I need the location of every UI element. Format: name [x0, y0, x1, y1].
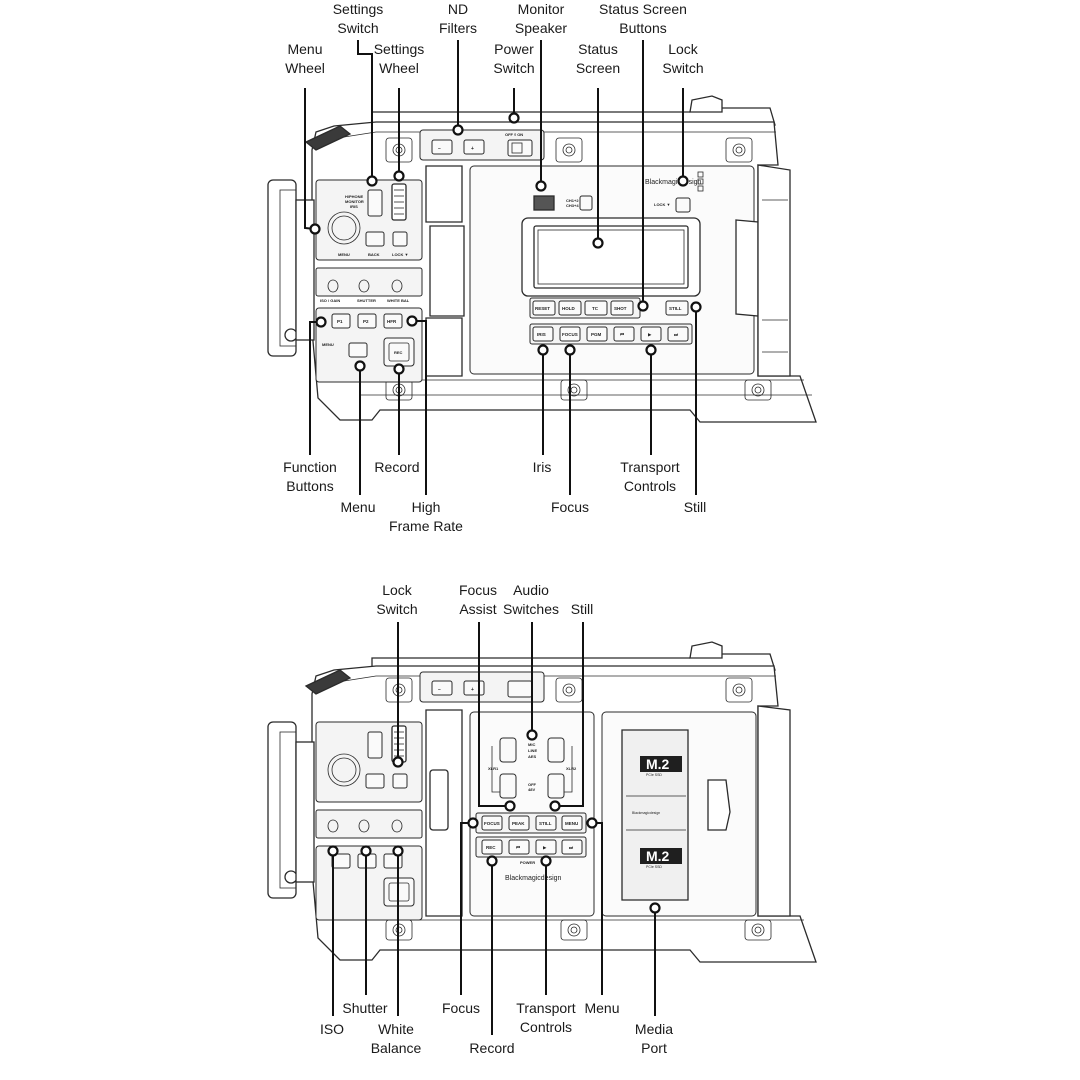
callout-iris: Iris	[533, 459, 552, 475]
svg-text:⏮: ⏮	[620, 332, 624, 337]
svg-text:TC: TC	[592, 306, 599, 311]
callout-focus: Focus	[551, 499, 589, 515]
white-bal-label: WHITE BAL	[387, 298, 410, 303]
svg-text:SHOT: SHOT	[614, 306, 627, 311]
svg-text:48V: 48V	[528, 787, 535, 792]
audio-switch-block: MIC LINE AES XLR1 XLR2 OFF 48V	[488, 737, 577, 799]
svg-text:XLR2: XLR2	[566, 766, 577, 771]
power-label: POWER	[520, 860, 535, 865]
svg-text:HOLD: HOLD	[562, 306, 575, 311]
svg-text:IRIS: IRIS	[537, 332, 546, 337]
callout-menu: Menu	[340, 499, 375, 515]
power-switch-label: OFF ◊ ON	[505, 132, 523, 137]
callout-record-bottom: Record	[469, 1040, 514, 1056]
svg-text:H/PHONE: H/PHONE	[345, 194, 364, 199]
svg-text:−: −	[438, 687, 441, 693]
callout-focus-bottom: Focus	[442, 1000, 480, 1016]
brand-label: Blackmagicdesign	[645, 179, 702, 186]
svg-text:▶: ▶	[543, 845, 547, 850]
brand-label-media: Blackmagicdesign	[632, 811, 660, 815]
menu-wheel-label: MENU	[338, 252, 350, 257]
svg-text:MIC: MIC	[528, 742, 535, 747]
rec-label: REC	[394, 350, 403, 355]
callout-record: Record	[374, 459, 419, 475]
shutter-label: SHUTTER	[357, 298, 376, 303]
bottom-row2-buttons: REC ⏮ ▶ ⏭	[481, 839, 583, 855]
svg-text:⏮: ⏮	[516, 845, 520, 850]
svg-text:CH1+2: CH1+2	[566, 198, 579, 203]
svg-text:⏭: ⏭	[674, 332, 679, 337]
svg-text:AES: AES	[528, 754, 537, 759]
m2-label-1: M.2	[646, 756, 670, 772]
svg-text:+: +	[471, 146, 474, 152]
lock-label: LOCK ▼	[392, 252, 408, 257]
iso-gain-label: ISO / GAIN	[320, 298, 340, 303]
still-label: STILL	[669, 306, 682, 311]
svg-text:FOCUS: FOCUS	[484, 821, 500, 826]
svg-text:MONITOR: MONITOR	[345, 199, 364, 204]
top-camera-illustration: − + OFF ◊ ON H/PHONE MONITOR IRIS MENU B…	[267, 95, 817, 423]
bottom-camera-illustration: − + MIC LINE AES XLR1	[267, 641, 817, 963]
menu-button-label: MENU	[322, 342, 334, 347]
bottom-row1-buttons: FOCUS PEAK STILL MENU	[481, 815, 583, 831]
svg-text:IRIS: IRIS	[350, 204, 358, 209]
hfr-label: HFR	[387, 319, 397, 324]
svg-text:REC: REC	[486, 845, 496, 850]
callout-still: Still	[684, 499, 707, 515]
svg-text:CH3+4: CH3+4	[566, 203, 579, 208]
callout-still-bottom: Still	[571, 601, 594, 617]
top-leader-lines	[304, 40, 702, 495]
hphone-labels: H/PHONE MONITOR IRIS	[345, 194, 364, 209]
svg-text:▶: ▶	[648, 332, 652, 337]
back-label: BACK	[368, 252, 380, 257]
svg-text:+: +	[471, 687, 474, 693]
svg-text:MENU: MENU	[565, 821, 578, 826]
svg-text:STILL: STILL	[539, 821, 552, 826]
m2-sub-label-1: PCIe SSD	[646, 773, 662, 777]
svg-text:PGM: PGM	[591, 332, 602, 337]
bottom-leader-lines	[327, 622, 661, 1035]
callout-iso: ISO	[320, 1021, 344, 1037]
transport-row-buttons: IRIS FOCUS PGM ⏮ ▶ ⏭	[532, 326, 689, 342]
m2-label-2: M.2	[646, 848, 670, 864]
callout-menu-bottom: Menu	[584, 1000, 619, 1016]
svg-text:RESET: RESET	[535, 306, 550, 311]
p1-label: P1	[337, 319, 343, 324]
svg-text:−: −	[438, 146, 441, 152]
callout-shutter: Shutter	[342, 1000, 387, 1016]
m2-sub-label-2: PCIe SSD	[646, 865, 662, 869]
status-row-buttons: RESET HOLD TC SHOT	[532, 300, 634, 316]
svg-text:PEAK: PEAK	[512, 821, 525, 826]
channel-labels: CH1+2 CH3+4	[566, 198, 579, 208]
svg-text:LINE: LINE	[528, 748, 537, 753]
p2-label: P2	[363, 319, 369, 324]
svg-text:OFF: OFF	[528, 782, 537, 787]
lock-right-label: LOCK ▼	[654, 202, 670, 207]
brand-label-bottom: Blackmagicdesign	[505, 875, 562, 882]
svg-text:⏭: ⏭	[569, 845, 574, 850]
svg-text:FOCUS: FOCUS	[562, 332, 578, 337]
svg-text:XLR1: XLR1	[488, 766, 499, 771]
